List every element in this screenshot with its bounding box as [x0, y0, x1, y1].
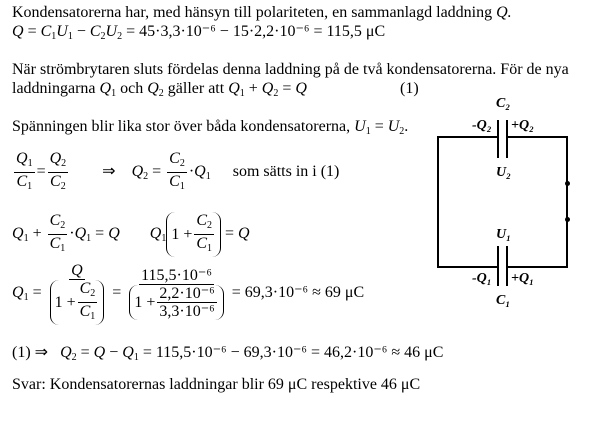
num-33: 3,3·10⁻⁶ [159, 303, 215, 320]
c2-plate-left [497, 120, 499, 158]
q2-equation: (1) ⇒ Q2 = Q − Q1 = 115,5·10⁻⁶ − 69,3·10… [12, 344, 444, 363]
c1-plate-right [506, 246, 508, 286]
answer: Svar: Kondensatorernas laddningar blir 6… [12, 376, 421, 393]
u1-label: U₁ [496, 227, 511, 242]
t3: gäller att [167, 80, 225, 97]
para3-text: Spänningen blir lika stor över båda kond… [12, 118, 351, 135]
total-charge-equation: Q = C1U1 − C2U2 = 45·3,3·10⁻⁶ − 15·2,2·1… [12, 23, 386, 42]
plus-q2-label: +Q₂ [511, 118, 534, 133]
c1-plate-left [497, 246, 499, 286]
c1-label: C₁ [496, 293, 511, 308]
t1: laddningarna [12, 80, 96, 97]
plus-q1-label: +Q₁ [511, 271, 534, 286]
u2-label: U₂ [496, 165, 511, 180]
eq-total-values: = 45·3,3·10⁻⁶ − 15·2,2·10⁻⁶ = 115,5 μC [126, 23, 386, 40]
intro-q: Q. [496, 4, 512, 21]
minus-q1-label: -Q₁ [472, 271, 492, 286]
q2-result: = 115,5·10⁻⁶ − 69,3·10⁻⁶ = 46,2·10⁻⁶ ≈ 4… [142, 344, 444, 361]
c2-label: C₂ [496, 96, 511, 111]
num-22: 2,2·10⁻⁶ [157, 285, 217, 303]
q1-result: = 69,3·10⁻⁶ ≈ 69 μC [231, 284, 365, 302]
equation-number: (1) [400, 80, 419, 97]
c2-plate-right [506, 120, 508, 158]
para3: Spänningen blir lika stor över båda kond… [12, 118, 409, 137]
para2-line1: När strömbrytaren sluts fördelas denna l… [12, 61, 569, 78]
switch-terminal [565, 181, 570, 186]
num-1155: 115,5·10⁻⁶ [139, 267, 214, 285]
intro-text: Kondensatorerna har, med hänsyn till pol… [12, 4, 493, 21]
switch-terminal [565, 217, 570, 222]
intro-line: Kondensatorerna har, med hänsyn till pol… [12, 4, 512, 22]
para2-line2: laddningarna Q1 och Q2 gäller att Q1 + Q… [12, 80, 419, 99]
minus-q2-label: -Q₂ [472, 118, 492, 133]
t2: och [120, 80, 144, 97]
som-satts-text: som sätts in i (1) [232, 163, 340, 181]
